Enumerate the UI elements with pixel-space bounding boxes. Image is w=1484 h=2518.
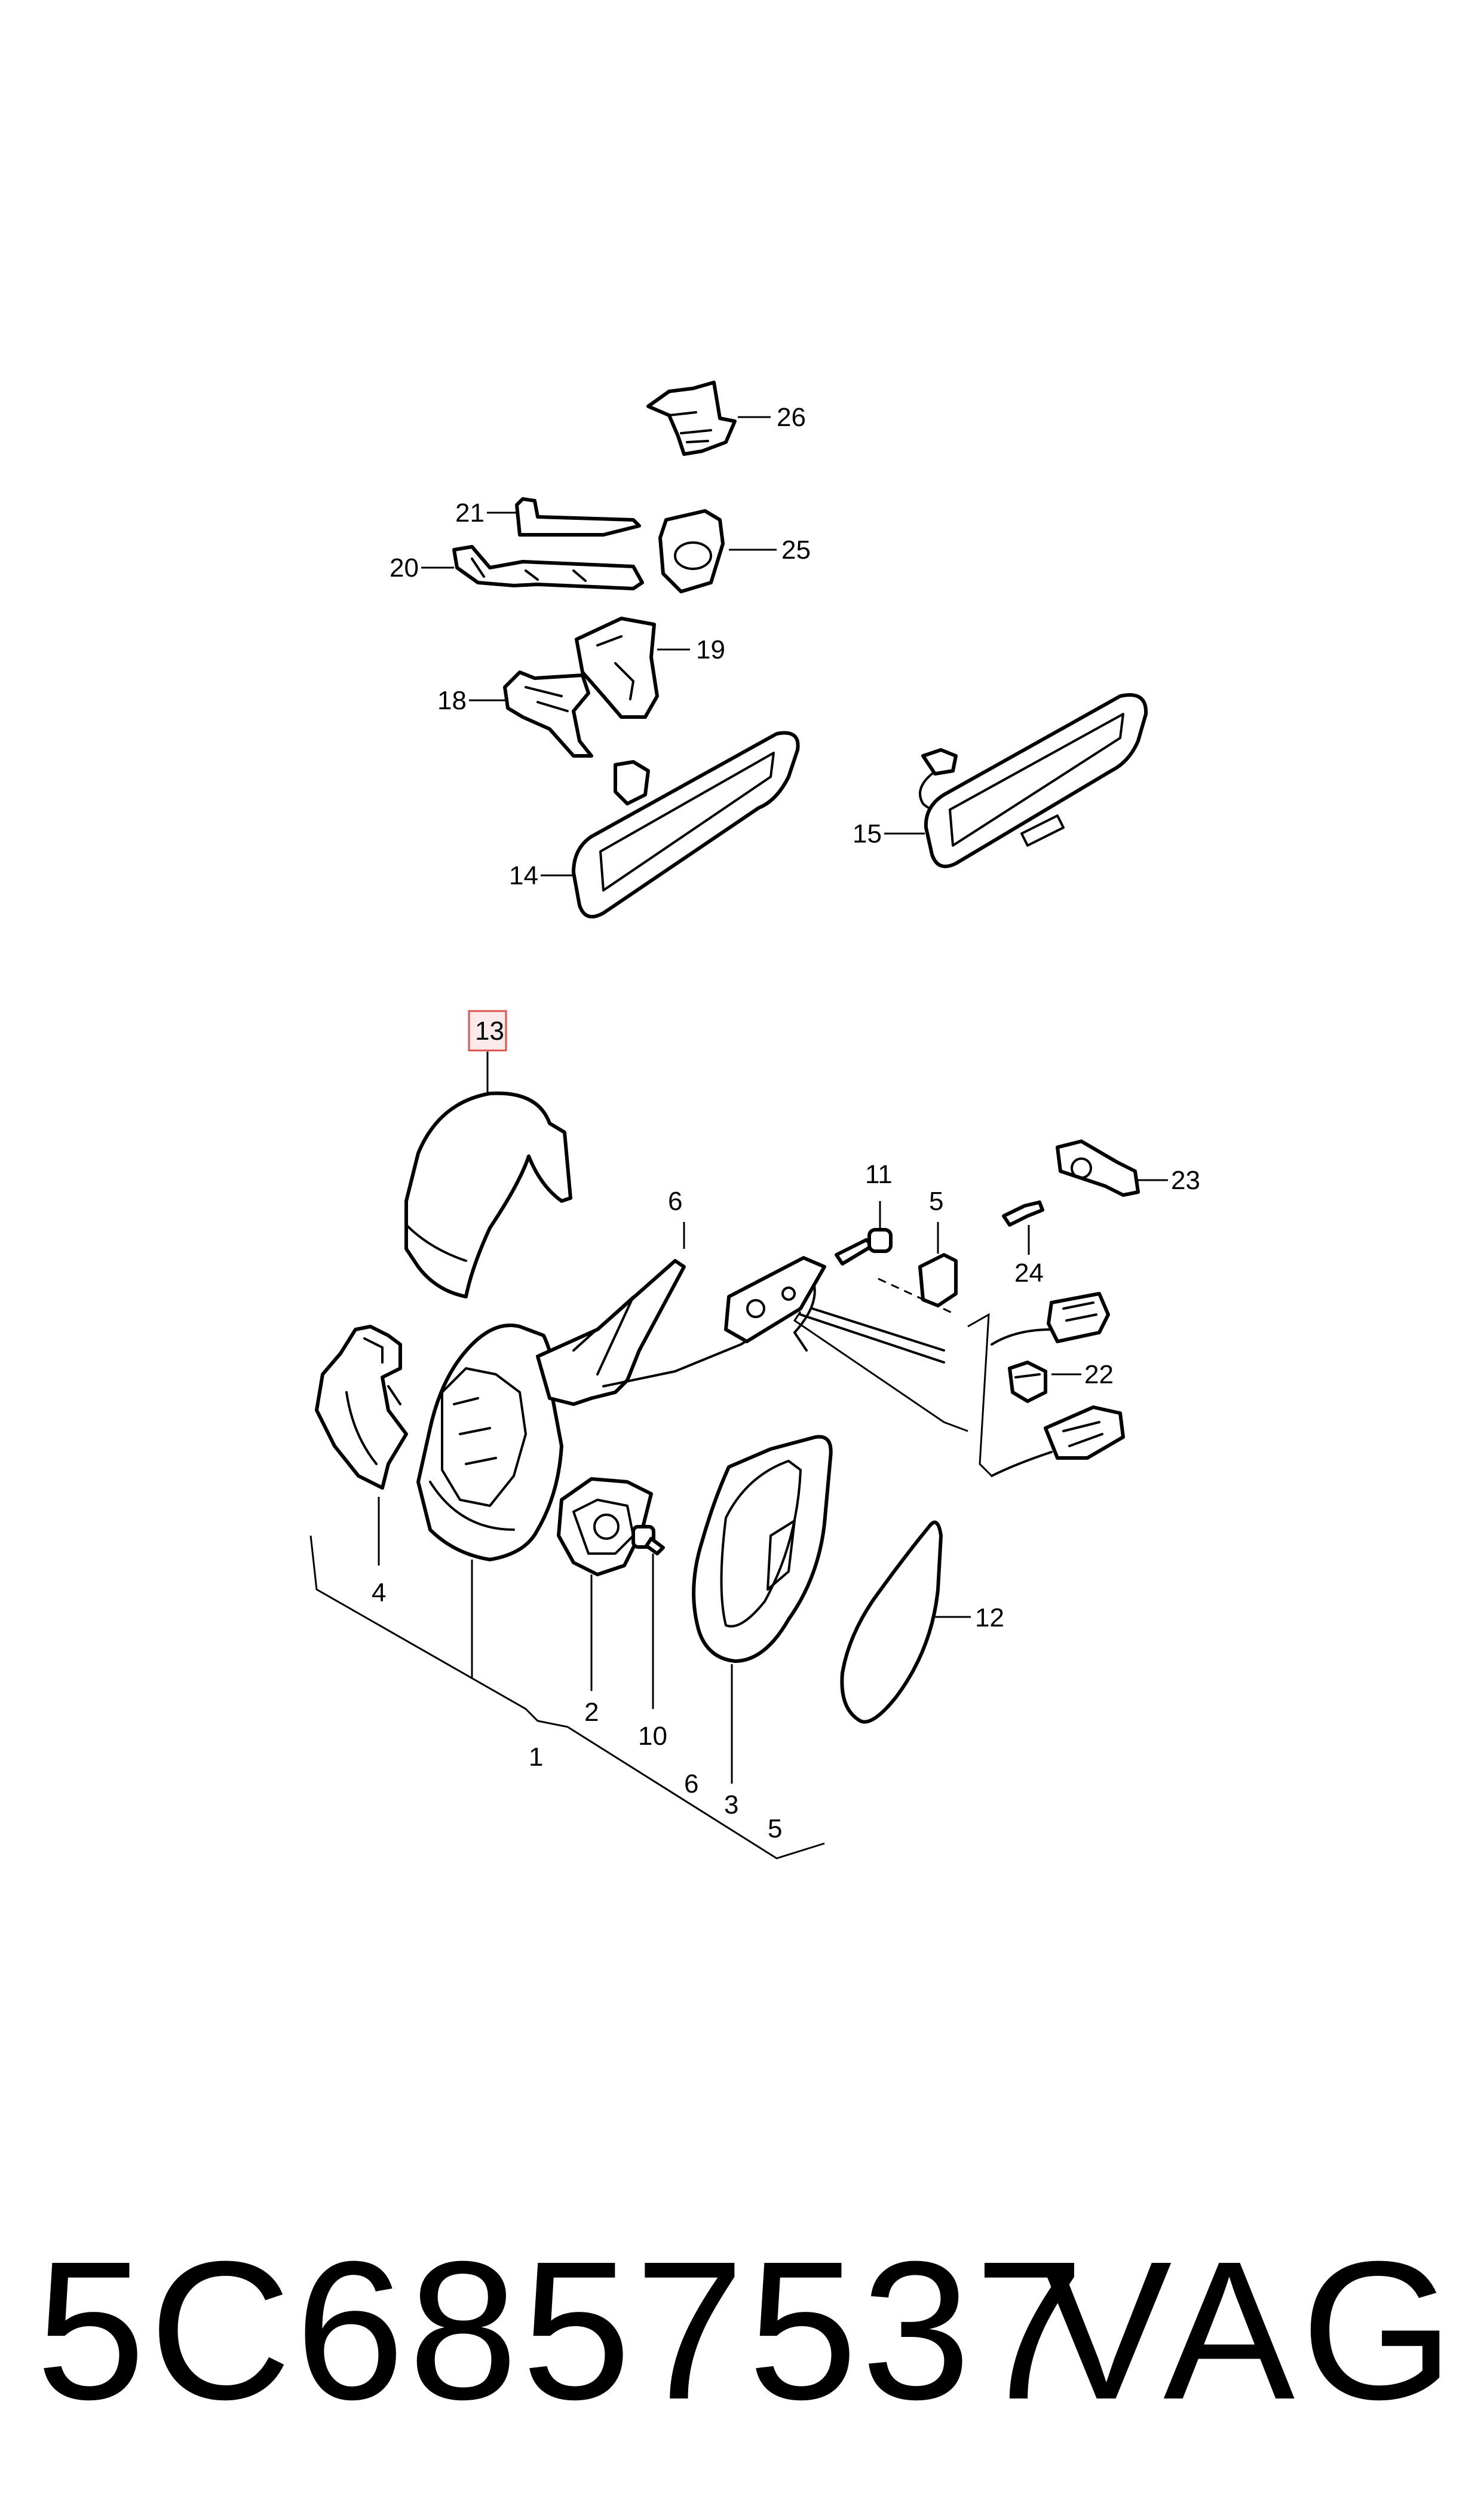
- callout-23: 23: [1171, 1166, 1200, 1195]
- callout-6-bottom: 6: [684, 1769, 698, 1799]
- callout-2: 2: [584, 1698, 599, 1727]
- part-4-turn-signal: 4: [315, 1325, 408, 1607]
- part-14-interior-mirror: 14: [509, 731, 800, 919]
- part-19-cover: 19: [575, 617, 725, 719]
- callout-1: 1: [529, 1742, 543, 1772]
- callout-15: 15: [853, 819, 882, 848]
- part-13-housing-cap: 13: [404, 1010, 572, 1298]
- part-number: 5C6857537: [36, 2220, 1088, 2440]
- callout-11: 11: [865, 1160, 893, 1189]
- part-11-screw: 11: [835, 1160, 893, 1266]
- callout-19: 19: [696, 635, 725, 664]
- callout-5-bottom: 5: [768, 1814, 782, 1843]
- callout-14: 14: [509, 861, 538, 890]
- part-20-bracket: 20: [390, 545, 644, 590]
- callout-24: 24: [1014, 1258, 1044, 1288]
- part-23-bracket: 23: [1056, 1139, 1200, 1197]
- part-1-housing: [416, 1259, 686, 1561]
- callout-13-highlight: [468, 1010, 507, 1052]
- part-22-sensor: 22: [1008, 1360, 1114, 1403]
- callout-26: 26: [777, 403, 806, 432]
- part-12-mirror-glass: 12: [840, 1520, 1004, 1724]
- part-21-cover: 21: [455, 497, 641, 537]
- callout-13: 13: [475, 1016, 504, 1046]
- part-18-cover: 18: [437, 670, 593, 758]
- callout-12: 12: [975, 1603, 1004, 1632]
- callout-22: 22: [1084, 1360, 1114, 1389]
- part-5-grommet: 5: [918, 1187, 958, 1307]
- callout-21: 21: [455, 498, 485, 528]
- part-25-clip: 25: [658, 509, 811, 593]
- callout-20: 20: [390, 553, 419, 583]
- connector-plug-lower: [991, 1405, 1125, 1477]
- part-6-wiring: 6: [602, 1187, 945, 1387]
- callout-6-top: 6: [668, 1187, 682, 1216]
- footer: 5C6857537 VAG: [0, 2211, 1484, 2450]
- brand: VAG: [1040, 2220, 1460, 2440]
- callout-4: 4: [372, 1578, 386, 1607]
- part-15-auto-dimming-mirror: 15: [853, 693, 1148, 868]
- connector-plug-upper: [991, 1292, 1110, 1346]
- callout-10: 10: [638, 1721, 667, 1751]
- callout-18: 18: [437, 686, 467, 715]
- callout-5-top: 5: [929, 1187, 943, 1216]
- part-10-screw: 10: [631, 1525, 667, 1751]
- part-26-clip: 26: [646, 381, 806, 456]
- part-2-adjustment-motor: 2: [557, 1477, 653, 1727]
- assembly-bracket: 1 6 5: [309, 1535, 825, 1860]
- part-24-screw: 24: [1002, 1200, 1044, 1288]
- callout-25: 25: [781, 535, 811, 565]
- part-3-glass-carrier: 3: [692, 1435, 833, 1819]
- connection-bracket: [793, 1278, 993, 1477]
- callout-3: 3: [724, 1790, 738, 1819]
